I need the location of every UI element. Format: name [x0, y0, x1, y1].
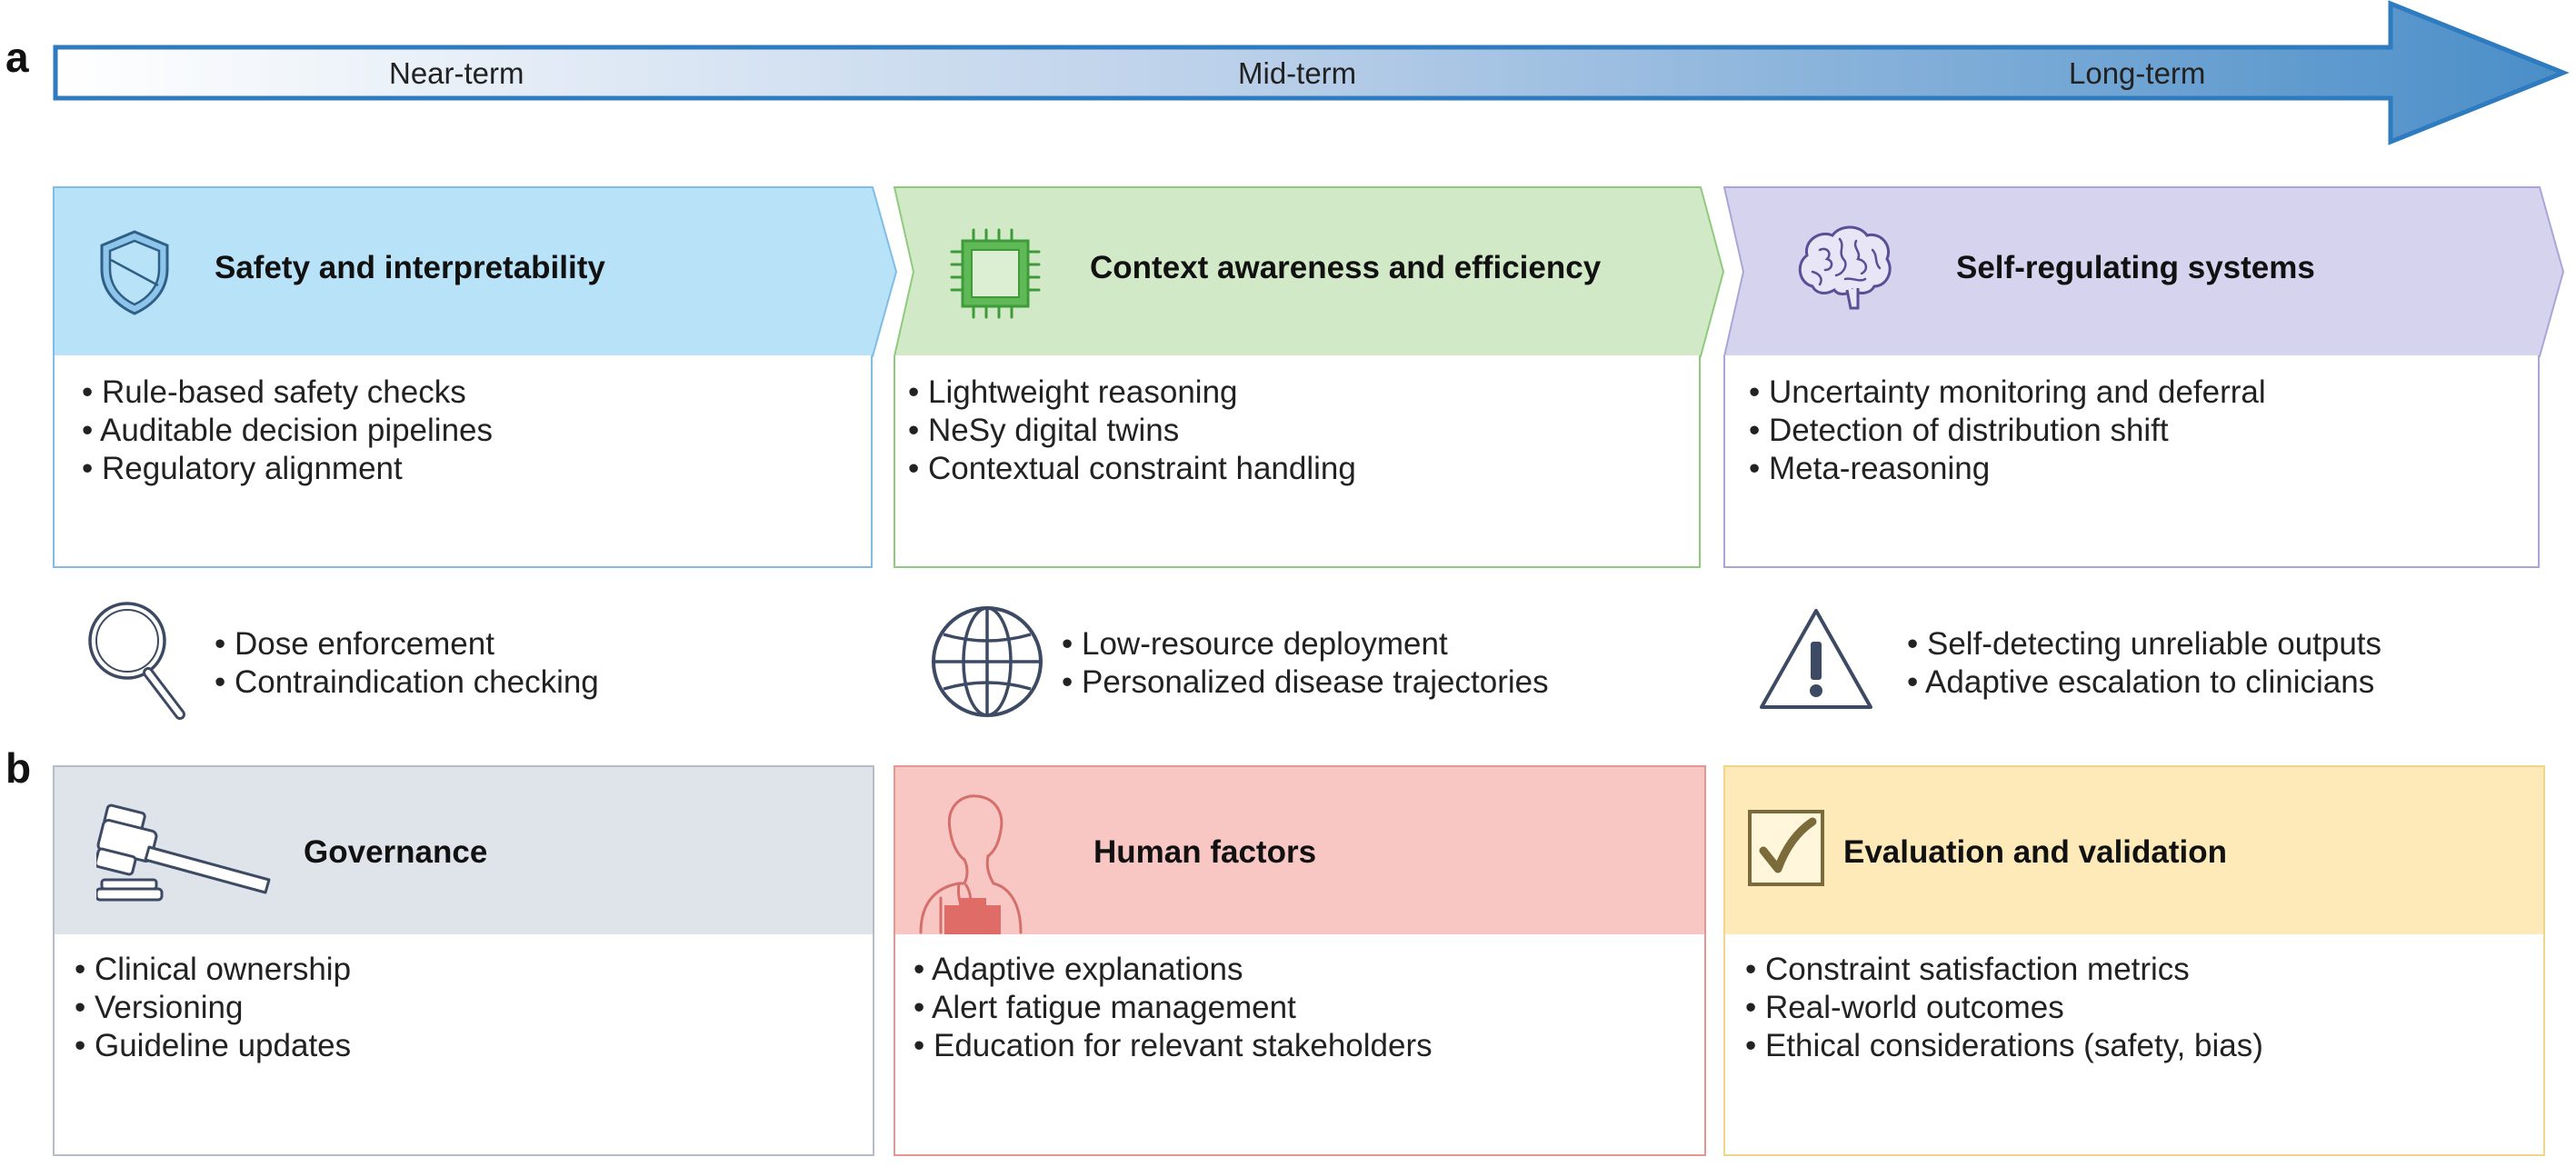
list-item: Clinical ownership	[75, 951, 351, 989]
list-item: Versioning	[75, 989, 351, 1027]
consideration-card-header-governance: Governance	[53, 765, 874, 938]
list-item: Regulatory alignment	[82, 450, 493, 488]
list-item: Contraindication checking	[215, 663, 599, 702]
roadmap-items-selfreg: Uncertainty monitoring and deferral Dete…	[1749, 374, 2266, 488]
gavel-icon	[96, 803, 271, 902]
roadmap-title-safety: Safety and interpretability	[215, 250, 605, 285]
roadmap-title-selfreg: Self-regulating systems	[1956, 250, 2315, 285]
list-item: Contextual constraint handling	[908, 450, 1356, 488]
list-item: Auditable decision pipelines	[82, 412, 493, 450]
magnifier-icon	[88, 602, 185, 720]
roadmap-card-header-context: Context awareness and efficiency	[894, 186, 1725, 357]
consideration-items-governance: Clinical ownership Versioning Guideline …	[75, 951, 351, 1065]
timeline-arrow	[53, 0, 2570, 145]
list-item: Adaptive explanations	[914, 951, 1433, 989]
consideration-items-evaluation: Constraint satisfaction metrics Real-wor…	[1745, 951, 2263, 1065]
timeline-stage-near: Near-term	[389, 56, 524, 90]
list-item: Real-world outcomes	[1745, 989, 2263, 1027]
list-item: Guideline updates	[75, 1027, 351, 1065]
list-item: Meta-reasoning	[1749, 450, 2266, 488]
consideration-items-human: Adaptive explanations Alert fatigue mana…	[914, 951, 1433, 1065]
timeline-stage-mid: Mid-term	[1238, 56, 1357, 90]
list-item: Ethical considerations (safety, bias)	[1745, 1027, 2263, 1065]
list-item: Constraint satisfaction metrics	[1745, 951, 2263, 989]
brain-icon	[1798, 225, 1892, 310]
consideration-card-header-human: Human factors	[894, 765, 1706, 938]
list-item: Self-detecting unreliable outputs	[1907, 625, 2381, 663]
roadmap-card-body-context: Lightweight reasoning NeSy digital twins…	[894, 355, 1701, 568]
consideration-card-header-evaluation: Evaluation and validation	[1723, 765, 2545, 938]
roadmap-card-body-safety: Rule-based safety checks Auditable decis…	[53, 355, 873, 568]
list-item: Education for relevant stakeholders	[914, 1027, 1433, 1065]
list-item: Detection of distribution shift	[1749, 412, 2266, 450]
shield-icon	[100, 230, 169, 315]
roadmap-card-body-selfreg: Uncertainty monitoring and deferral Dete…	[1723, 355, 2540, 568]
list-item: Adaptive escalation to clinicians	[1907, 663, 2381, 702]
list-item: Personalized disease trajectories	[1062, 663, 1549, 702]
chip-icon	[950, 228, 1041, 319]
timeline-stage-long: Long-term	[2069, 56, 2206, 90]
list-item: Uncertainty monitoring and deferral	[1749, 374, 2266, 412]
panel-label-b: b	[5, 744, 32, 792]
consideration-title-evaluation: Evaluation and validation	[1843, 834, 2228, 870]
checkbox-icon	[1748, 810, 1824, 886]
clinician-icon	[919, 794, 1023, 934]
roadmap-title-context: Context awareness and efficiency	[1090, 250, 1602, 285]
list-item: Rule-based safety checks	[82, 374, 493, 412]
roadmap-card-header-safety: Safety and interpretability	[53, 186, 898, 357]
consideration-title-governance: Governance	[304, 834, 488, 870]
consideration-card-body-governance: Clinical ownership Versioning Guideline …	[53, 934, 874, 1156]
list-item: Lightweight reasoning	[908, 374, 1356, 412]
consideration-card-body-evaluation: Constraint satisfaction metrics Real-wor…	[1723, 934, 2545, 1156]
roadmap-examples-safety: Dose enforcement Contraindication checki…	[215, 625, 599, 702]
consideration-card-body-human: Adaptive explanations Alert fatigue mana…	[894, 934, 1706, 1156]
list-item: NeSy digital twins	[908, 412, 1356, 450]
consideration-title-human: Human factors	[1093, 834, 1317, 870]
roadmap-card-header-selfreg: Self-regulating systems	[1723, 186, 2565, 357]
list-item: Alert fatigue management	[914, 989, 1433, 1027]
warning-icon	[1760, 609, 1872, 709]
list-item: Low-resource deployment	[1062, 625, 1549, 663]
globe-icon	[932, 606, 1043, 717]
roadmap-examples-selfreg: Self-detecting unreliable outputs Adapti…	[1907, 625, 2381, 702]
roadmap-examples-context: Low-resource deployment Personalized dis…	[1062, 625, 1549, 702]
panel-label-a: a	[5, 34, 29, 81]
list-item: Dose enforcement	[215, 625, 599, 663]
roadmap-items-safety: Rule-based safety checks Auditable decis…	[82, 374, 493, 488]
roadmap-items-context: Lightweight reasoning NeSy digital twins…	[908, 374, 1356, 488]
